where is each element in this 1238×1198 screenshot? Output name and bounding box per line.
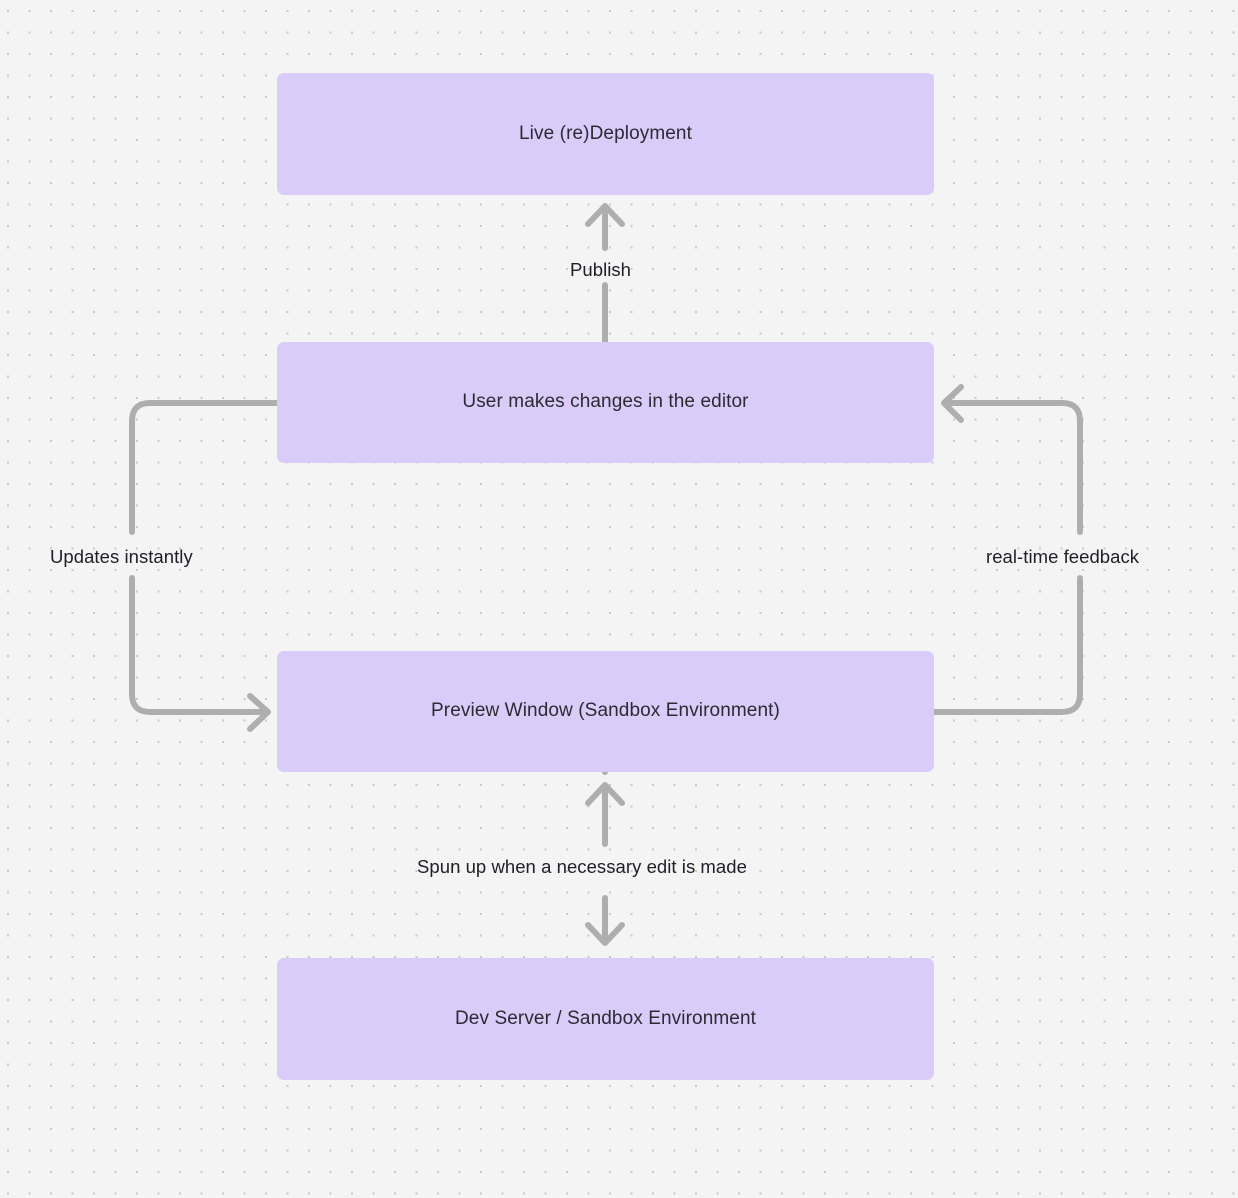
node-dev-server-label: Dev Server / Sandbox Environment: [454, 1007, 756, 1029]
node-preview-window-label: Preview Window (Sandbox Environment): [431, 700, 780, 722]
node-dev-server[interactable]: Dev Server / Sandbox Environment: [277, 958, 934, 1080]
node-user-edits[interactable]: User makes changes in the editor: [277, 342, 934, 463]
edge-label-real-time-feedback: real-time feedback: [986, 546, 1140, 567]
edge-label-spun-up: Spun up when a necessary edit is made: [417, 856, 747, 877]
node-live-deployment-label: Live (re)Deployment: [519, 122, 692, 144]
edge-label-updates-instantly: Updates instantly: [50, 546, 193, 567]
edge-label-publish: Publish: [570, 259, 632, 280]
node-user-edits-label: User makes changes in the editor: [462, 391, 749, 413]
node-preview-window[interactable]: Preview Window (Sandbox Environment): [277, 651, 934, 772]
node-live-deployment[interactable]: Live (re)Deployment: [277, 73, 934, 195]
